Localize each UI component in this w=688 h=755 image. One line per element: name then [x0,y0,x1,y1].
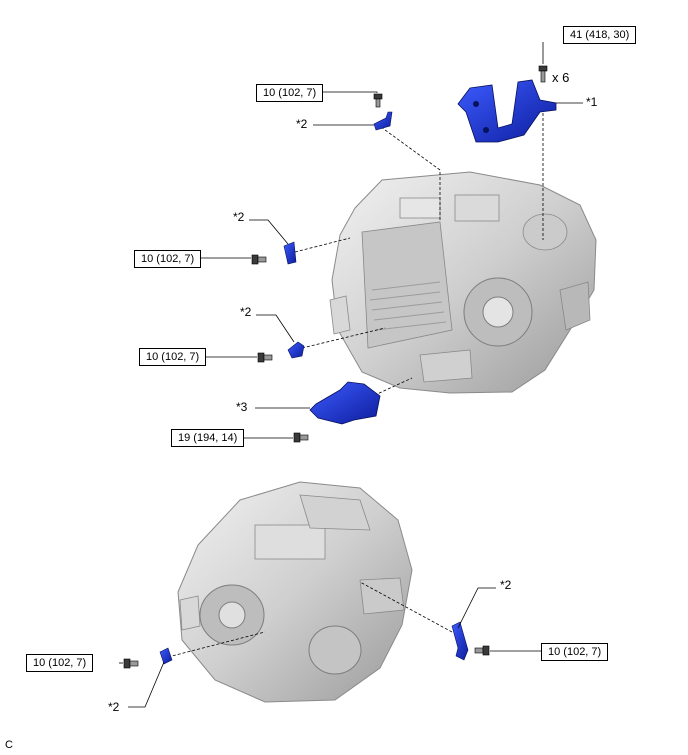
callout-part2-top: *2 [296,117,308,131]
bolt-quantity-label: x 6 [552,70,570,85]
callout-part2-bottom-right: *2 [500,578,512,592]
transaxle-lower [177,481,413,703]
bolt-top-right [538,65,548,83]
bracket-3 [309,381,381,425]
torque-spec-left-upper: 10 (102, 7) [134,250,202,268]
callout-part2-left-upper: *2 [233,210,245,224]
bracket-2-bottom-left [159,647,173,665]
callout-part2-bottom-left: *2 [108,700,120,714]
torque-spec-left-middle: 10 (102, 7) [139,348,207,366]
bracket-2-left-upper [283,241,297,265]
transaxle-upper [329,171,597,394]
bracket-2-top [373,111,393,131]
figure-code: C [5,739,13,751]
bolt-left-middle [257,352,273,363]
torque-spec-bottom-right: 10 (102, 7) [541,643,609,661]
bolt-bottom-left [123,658,139,669]
bracket-2-left-middle [287,341,305,359]
torque-spec-bottom-left: 10 (102, 7) [26,654,94,672]
bolt-left-lower [293,432,309,443]
bolt-bottom-right [474,645,490,656]
bracket-1 [457,79,557,143]
callout-part1: *1 [586,95,598,109]
bolt-left-upper [251,254,267,265]
torque-spec-top-right: 41 (418, 30) [563,26,637,44]
leader-lines [119,42,583,708]
callout-part2-left-middle: *2 [240,305,252,319]
bolt-top-center [373,93,383,108]
torque-spec-left-lower: 19 (194, 14) [171,429,245,447]
bracket-2-bottom-right [451,621,469,661]
callout-part3: *3 [236,400,248,414]
torque-spec-top-center: 10 (102, 7) [256,84,324,102]
bolts [123,65,548,669]
